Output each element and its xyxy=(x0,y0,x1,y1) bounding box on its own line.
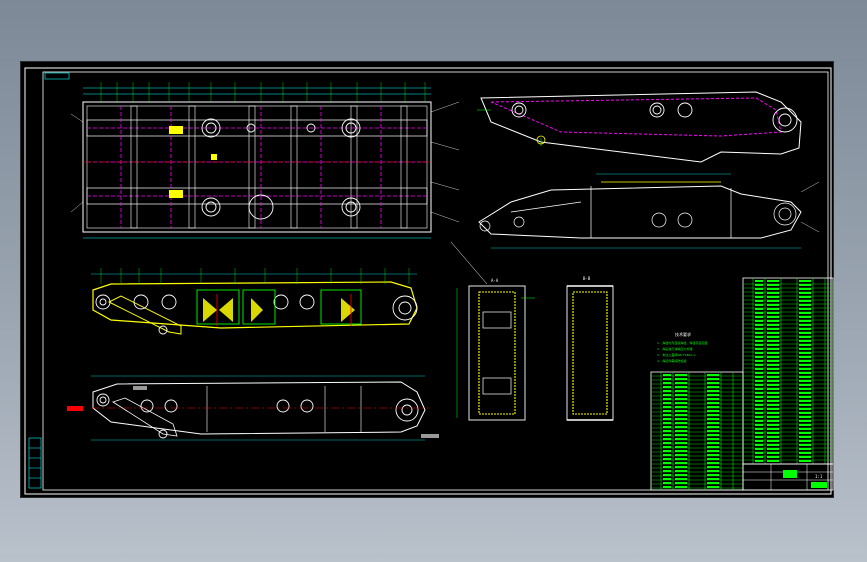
left-elevation-upper xyxy=(91,268,418,335)
title-block: 1:1 xyxy=(742,463,834,491)
section-b-label: B-B xyxy=(583,276,591,281)
section-a: A-A xyxy=(450,241,535,421)
section-b: B-B xyxy=(566,276,614,421)
tech-req-line: 4. 焊接件需探伤检验 xyxy=(657,358,686,363)
cad-drawing-canvas[interactable]: A-A B-B 技术要求 1. 焊缝均为连续焊缝，焊缝高度见图 2. 焊后进行消… xyxy=(21,62,835,499)
sheet-inner-frame xyxy=(42,71,829,491)
technical-requirements: 技术要求 1. 焊缝均为连续焊缝，焊缝高度见图 2. 焊后进行消除应力处理 3.… xyxy=(657,331,707,363)
tech-req-line: 1. 焊缝均为连续焊缝，焊缝高度见图 xyxy=(657,340,707,345)
left-margin-rows xyxy=(29,447,41,479)
parts-list-table xyxy=(650,277,834,491)
plan-view xyxy=(70,82,460,239)
middle-right-elevation xyxy=(478,173,820,249)
drawing-code-box xyxy=(44,72,70,80)
tech-req-line: 2. 焊后进行消除应力处理 xyxy=(657,346,692,351)
tech-req-line: 3. 未注公差按GB/T1804-m xyxy=(657,352,696,357)
left-elevation-lower xyxy=(67,375,439,441)
scale-label: 1:1 xyxy=(815,474,823,479)
cad-viewport[interactable]: A-A B-B 技术要求 1. 焊缝均为连续焊缝，焊缝高度见图 2. 焊后进行消… xyxy=(20,61,834,498)
left-margin-block xyxy=(28,437,42,489)
section-a-label: A-A xyxy=(491,278,499,283)
top-right-elevation xyxy=(477,91,802,163)
sheet-frame xyxy=(24,67,832,495)
tech-req-title: 技术要求 xyxy=(675,331,691,337)
